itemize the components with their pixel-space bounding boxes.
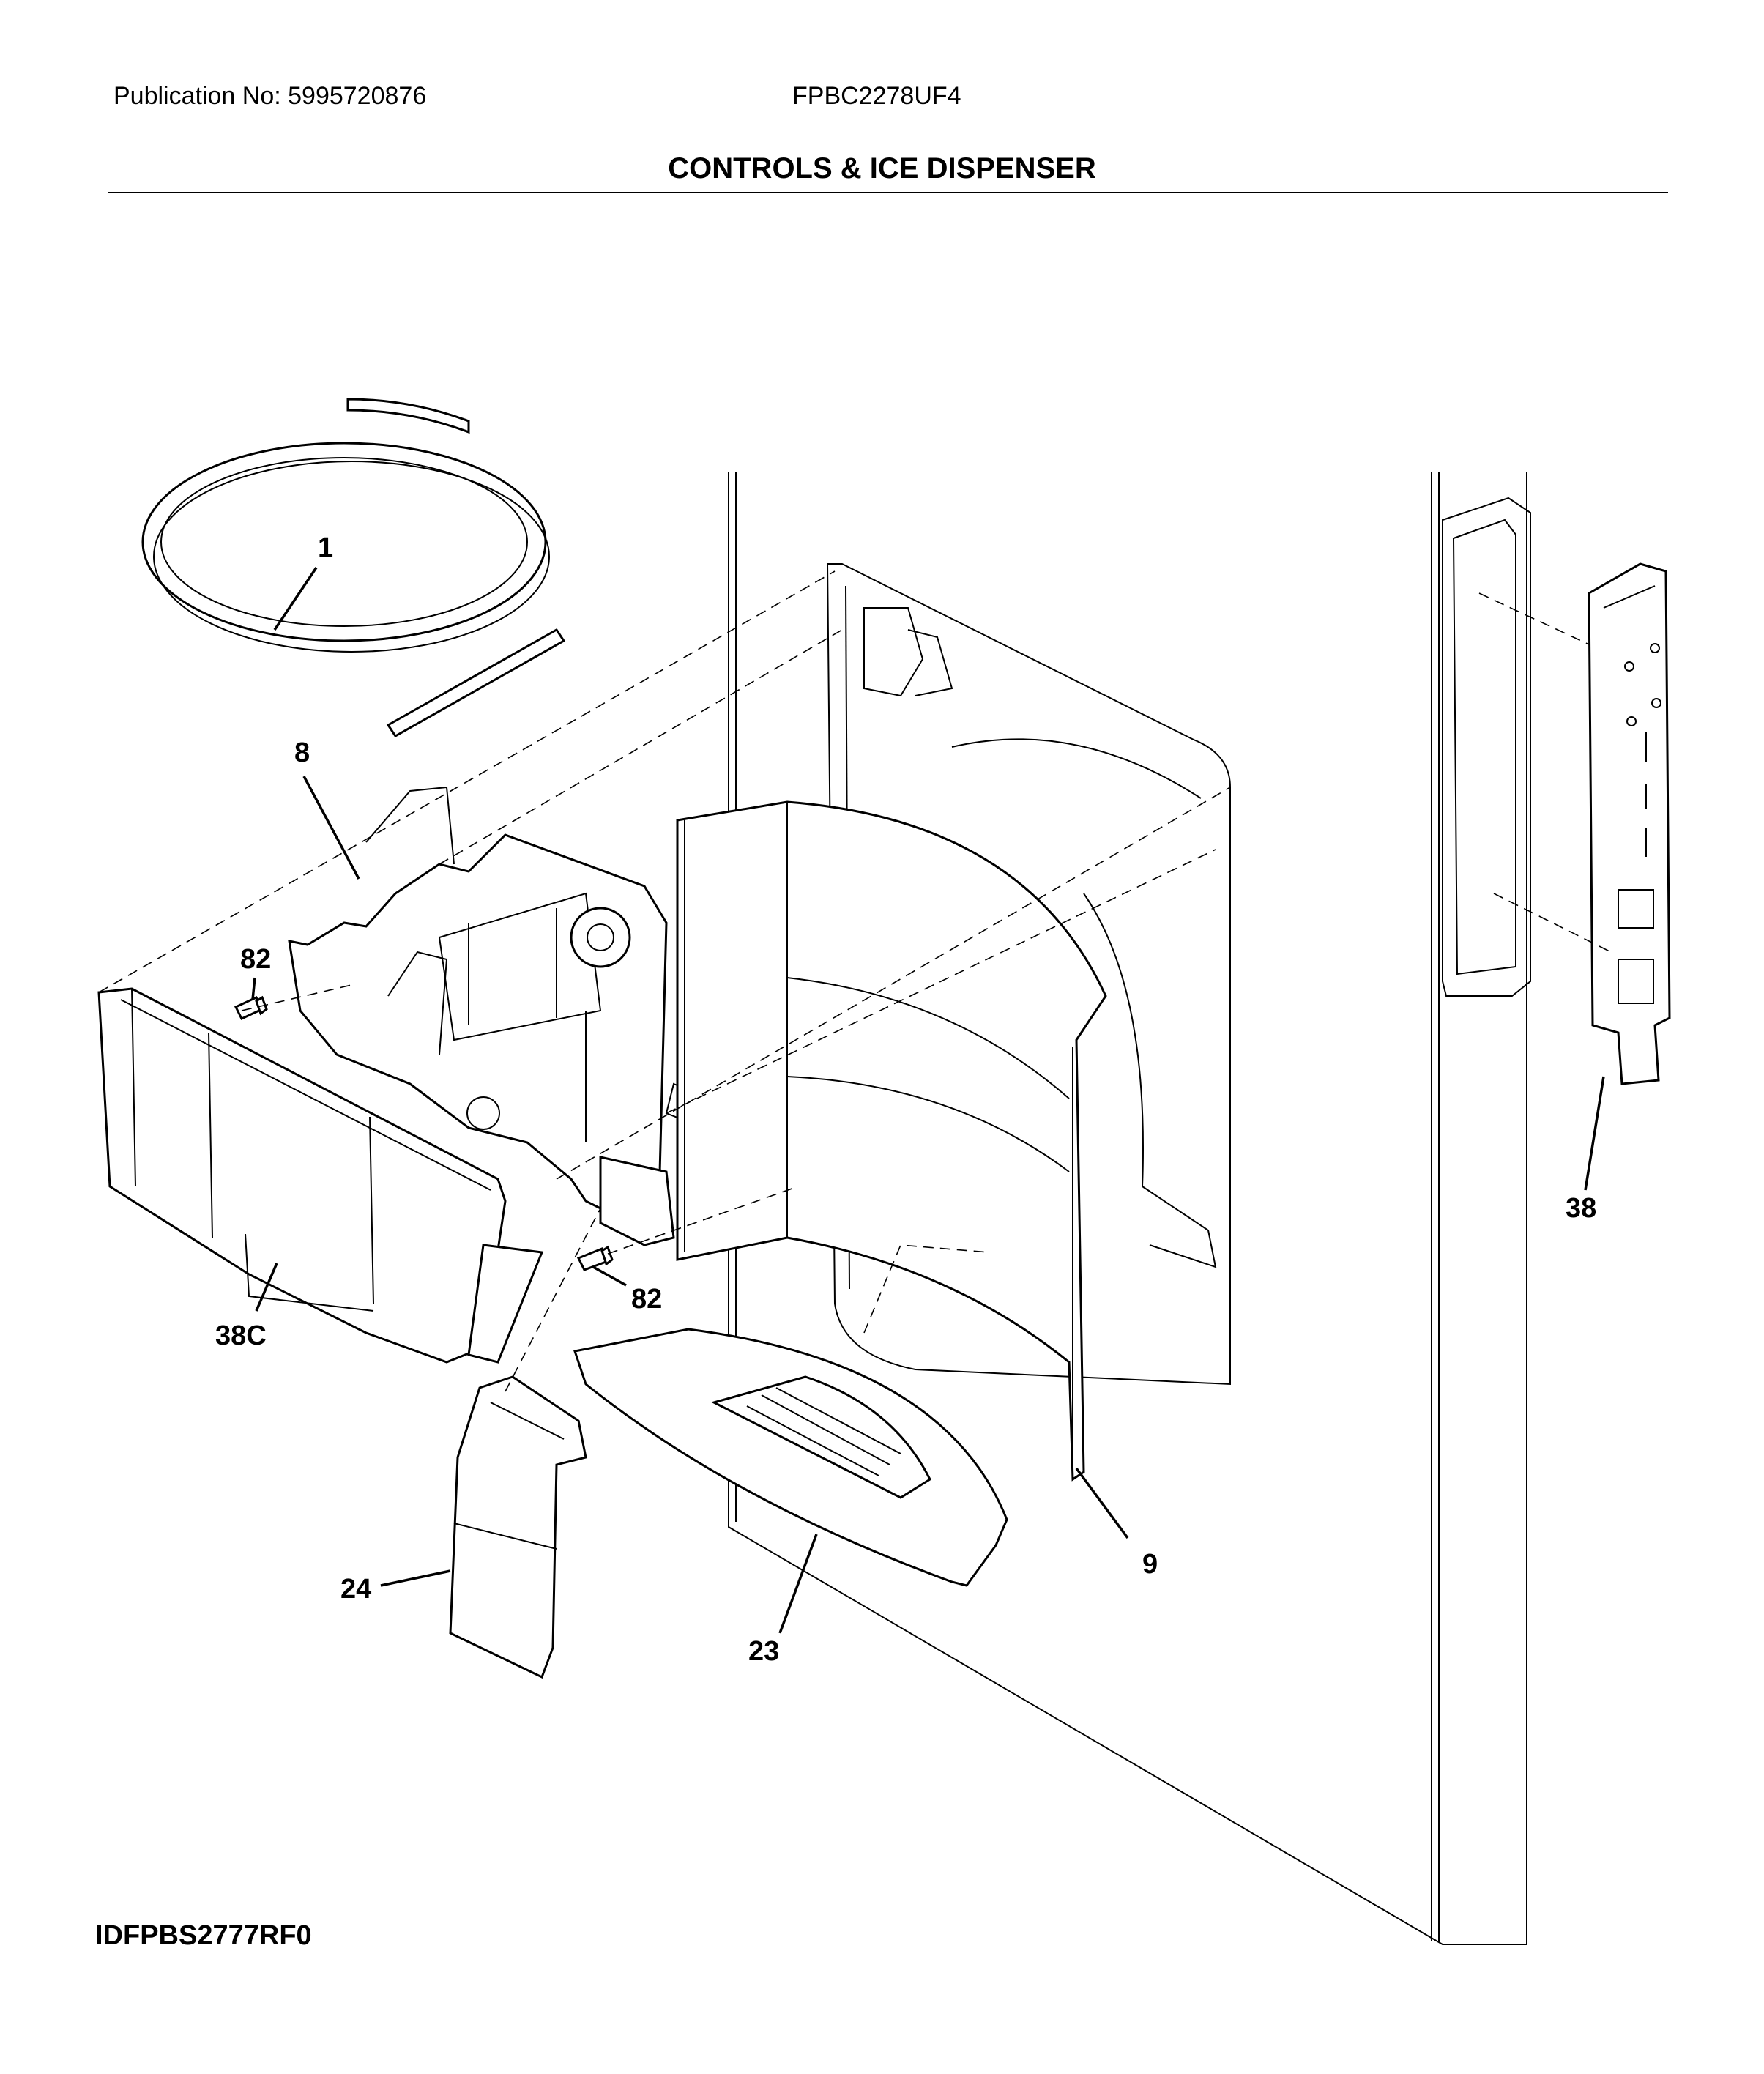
callout-1: 1 bbox=[318, 532, 333, 563]
callout-8: 8 bbox=[294, 737, 310, 768]
assembly-guide-lines bbox=[98, 570, 1612, 1392]
part-1-water-tubing bbox=[141, 398, 566, 737]
callout-38: 38 bbox=[1566, 1193, 1596, 1224]
part-24-dispenser-paddle bbox=[449, 1375, 587, 1679]
part-38-control-board bbox=[1588, 562, 1671, 1085]
callout-82-lower: 82 bbox=[631, 1284, 662, 1315]
part-9-chute-shield bbox=[676, 800, 1107, 1482]
part-82-screw-lower bbox=[576, 1245, 614, 1271]
diagram-id: IDFPBS2777RF0 bbox=[95, 1920, 312, 1951]
part-8-actuator-assembly bbox=[288, 786, 712, 1246]
callout-leaders bbox=[251, 567, 1605, 1634]
publication-number: Publication No: 5995720876 bbox=[113, 82, 427, 110]
callout-24: 24 bbox=[340, 1574, 371, 1605]
callout-23: 23 bbox=[748, 1636, 779, 1667]
callout-9: 9 bbox=[1142, 1549, 1158, 1580]
part-38c-dispenser-front-cover bbox=[97, 987, 544, 1364]
callout-38c: 38C bbox=[215, 1320, 267, 1351]
title-divider bbox=[108, 192, 1668, 193]
model-number: FPBC2278UF4 bbox=[792, 82, 961, 110]
part-23-drip-tray bbox=[573, 1328, 1008, 1587]
callout-82-upper: 82 bbox=[240, 944, 271, 975]
callout-labels: 1 8 82 82 38C 24 23 9 38 bbox=[215, 532, 1596, 1667]
page-title: CONTROLS & ICE DISPENSER bbox=[668, 152, 1096, 185]
